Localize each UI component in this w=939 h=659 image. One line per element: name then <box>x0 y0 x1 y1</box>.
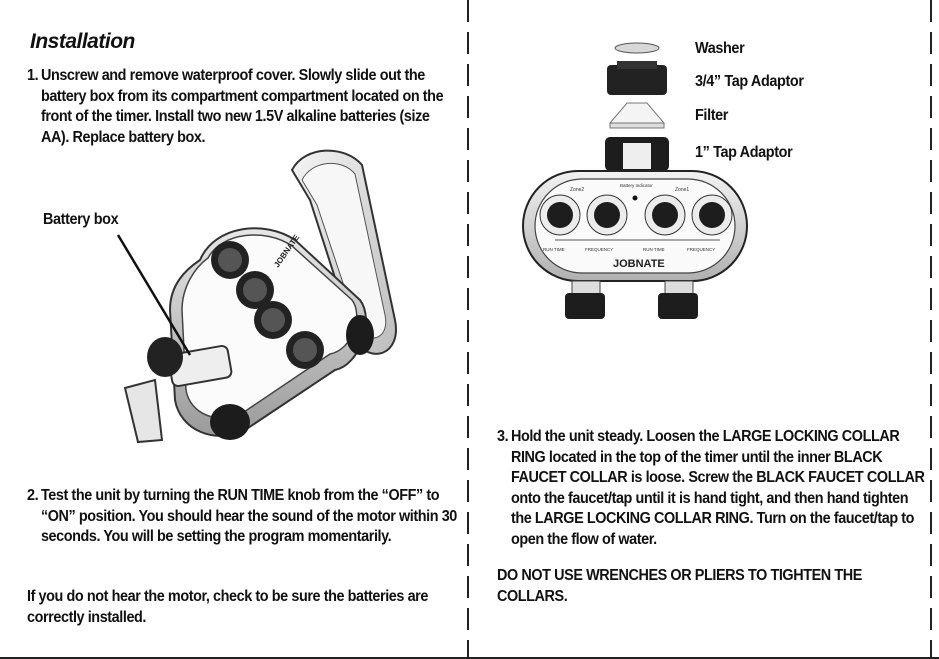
step-1-text: Unscrew and remove waterproof cover. Slo… <box>40 67 444 146</box>
zone-label-2: Zone2 <box>570 187 584 193</box>
tools-warning: DO NOT USE WRENCHES OR PLIERS TO TIGHTEN… <box>497 567 862 605</box>
dual-timer-body: JOBNATE Zone2 Zone1 Battery Indicator RU… <box>522 170 748 282</box>
outlet-zone-2 <box>565 280 605 319</box>
knob-4 <box>691 194 733 236</box>
dial-3 <box>254 301 292 339</box>
step-1: 1.Unscrew and remove waterproof cover. S… <box>27 66 459 148</box>
battery-box-callout-line <box>116 234 192 356</box>
step-2-number: 2. <box>27 487 39 504</box>
step-2-text: Test the unit by turning the RUN TIME kn… <box>40 487 457 545</box>
part-label-three-quarter-adaptor: 3/4” Tap Adaptor <box>695 73 804 90</box>
one-inch-adaptor-part <box>605 137 669 171</box>
outlet-zone-1 <box>658 280 698 319</box>
column-divider <box>467 0 469 659</box>
three-quarter-adaptor-part <box>607 61 667 95</box>
step-3-number: 3. <box>497 428 509 445</box>
knob-3 <box>644 194 686 236</box>
part-label-one-inch-adaptor: 1” Tap Adaptor <box>695 144 793 161</box>
battery-box <box>147 337 233 388</box>
dial-4 <box>286 331 324 369</box>
knob-label-run-time-1: RUN TIME <box>543 247 565 252</box>
part-label-filter: Filter <box>695 107 729 124</box>
timer-battery-illustration: JOBNATE <box>116 149 397 444</box>
outlet-right <box>210 404 250 440</box>
knob-label-frequency-2: FREQUENCY <box>687 247 715 252</box>
step-2: 2.Test the unit by turning the RUN TIME … <box>27 486 459 548</box>
dual-timer-parts-illustration: JOBNATE Zone2 Zone1 Battery Indicator RU… <box>522 42 748 319</box>
outlet-left <box>346 315 374 355</box>
step-1-number: 1. <box>27 67 39 84</box>
knob-1 <box>539 194 581 236</box>
waterproof-cover <box>123 378 164 444</box>
battery-indicator-dot <box>632 195 638 201</box>
knob-2 <box>586 194 628 236</box>
section-title: Installation <box>30 30 135 53</box>
battery-indicator-label: Battery Indicator <box>620 183 653 188</box>
motor-warning: If you do not hear the motor, check to b… <box>27 588 428 626</box>
washer-part <box>614 42 660 54</box>
zone-label-1: Zone1 <box>675 187 689 193</box>
bottom-rule <box>0 657 939 659</box>
part-label-washer: Washer <box>695 40 745 57</box>
dial-2 <box>236 271 274 309</box>
step-3: 3.Hold the unit steady. Loosen the LARGE… <box>497 427 929 550</box>
right-edge-divider <box>930 0 932 659</box>
filter-part <box>608 102 666 129</box>
dial-1 <box>211 241 249 279</box>
step-3-text: Hold the unit steady. Loosen the LARGE L… <box>510 428 925 548</box>
knob-label-run-time-2: RUN TIME <box>643 247 665 252</box>
knob-label-frequency-1: FREQUENCY <box>585 247 613 252</box>
right-device-brand: JOBNATE <box>613 258 665 270</box>
battery-box-label: Battery box <box>43 211 119 228</box>
